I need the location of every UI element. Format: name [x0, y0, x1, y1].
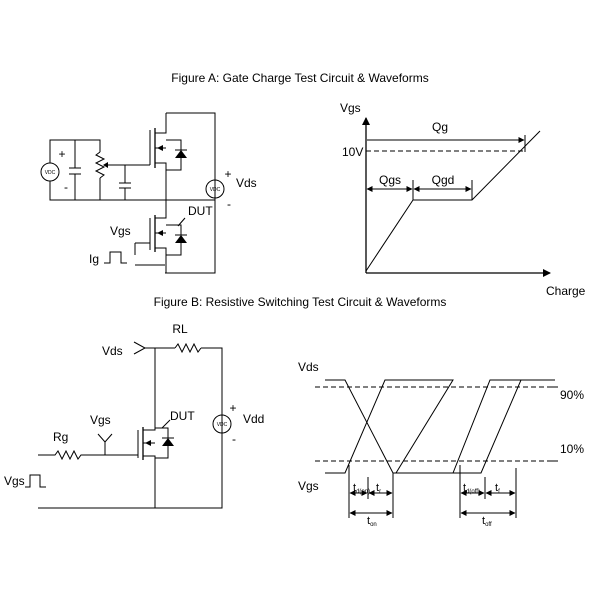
vgs-label: Vgs: [110, 224, 131, 238]
gate-charge-waveform: Vgs Charge 10V Qg Qgs Qgd: [340, 101, 586, 298]
gate-charge-circuit: VDC + -: [40, 112, 257, 274]
ig-pulse: Ig: [89, 251, 165, 266]
svg-text:VDC: VDC: [45, 170, 56, 176]
t-off-label: toff: [482, 515, 492, 528]
vdd-minus: -: [232, 432, 236, 446]
qgs-label: Qgs: [379, 173, 401, 187]
vds-label: Vds: [236, 176, 257, 190]
gate-dc-source: VDC + -: [40, 139, 215, 201]
qg-label: Qg: [432, 120, 448, 134]
dut-mosfet: [135, 210, 187, 273]
vds-terminal-label: Vds: [102, 344, 123, 358]
vdd-label: Vdd: [243, 412, 264, 426]
ig-label: Ig: [89, 252, 99, 266]
rl-resistor: [174, 342, 202, 354]
input-capacitor: [69, 140, 81, 200]
svg-text:VDC: VDC: [217, 422, 228, 428]
potentiometer: [94, 151, 150, 200]
figure-b-title: Figure B: Resistive Switching Test Circu…: [154, 295, 447, 309]
10pct-label: 10%: [560, 442, 584, 456]
vgs-pulse: Vgs: [4, 474, 46, 488]
switching-dut-mosfet: [137, 419, 174, 508]
vgs-terminal-label: Vgs: [90, 413, 111, 427]
gate-charge-curve: [365, 130, 541, 272]
vgs-axis-label: Vgs: [340, 101, 361, 115]
gate-source-plus: +: [58, 147, 65, 161]
svg-text:VDC: VDC: [210, 187, 221, 193]
rg-resistor: [38, 449, 138, 461]
qgd-label: Qgd: [432, 173, 455, 187]
vds-waveform: [325, 379, 555, 474]
resistive-switching-circuit: Vds RL VDC + - Vdd DUT Vgs: [4, 322, 264, 509]
charge-axis-label: Charge: [546, 284, 586, 298]
switching-waveform: Vds Vgs 90% 10% td(on) tr: [298, 360, 584, 528]
rg-label: Rg: [53, 430, 68, 444]
gate-source-minus: -: [64, 180, 68, 194]
10v-label: 10V: [342, 145, 363, 159]
rl-label: RL: [172, 322, 188, 336]
td-off-label: td(off): [463, 482, 480, 495]
vgs-wave-label: Vgs: [298, 479, 319, 493]
90pct-label: 90%: [560, 388, 584, 402]
tf-label: tf: [495, 482, 500, 495]
vgs-waveform: [325, 379, 555, 474]
vds-minus: -: [227, 197, 231, 211]
tr-label: tr: [376, 482, 381, 495]
dut-label: DUT: [188, 204, 213, 218]
figure-a-title: Figure A: Gate Charge Test Circuit & Wav…: [171, 71, 428, 85]
switching-dut-label: DUT: [170, 409, 195, 423]
top-mosfet: [145, 113, 187, 175]
vgs-pulse-label: Vgs: [4, 474, 25, 488]
vds-wave-label: Vds: [298, 360, 319, 374]
td-on-label: td(on): [353, 482, 370, 495]
vdd-source: VDC + - Vdd: [212, 401, 264, 446]
vdd-plus: +: [229, 401, 236, 415]
gate-capacitor: [119, 165, 131, 200]
t-on-label: ton: [367, 515, 377, 528]
vds-source: VDC + - Vds: [205, 167, 257, 211]
vds-plus: +: [224, 167, 231, 181]
